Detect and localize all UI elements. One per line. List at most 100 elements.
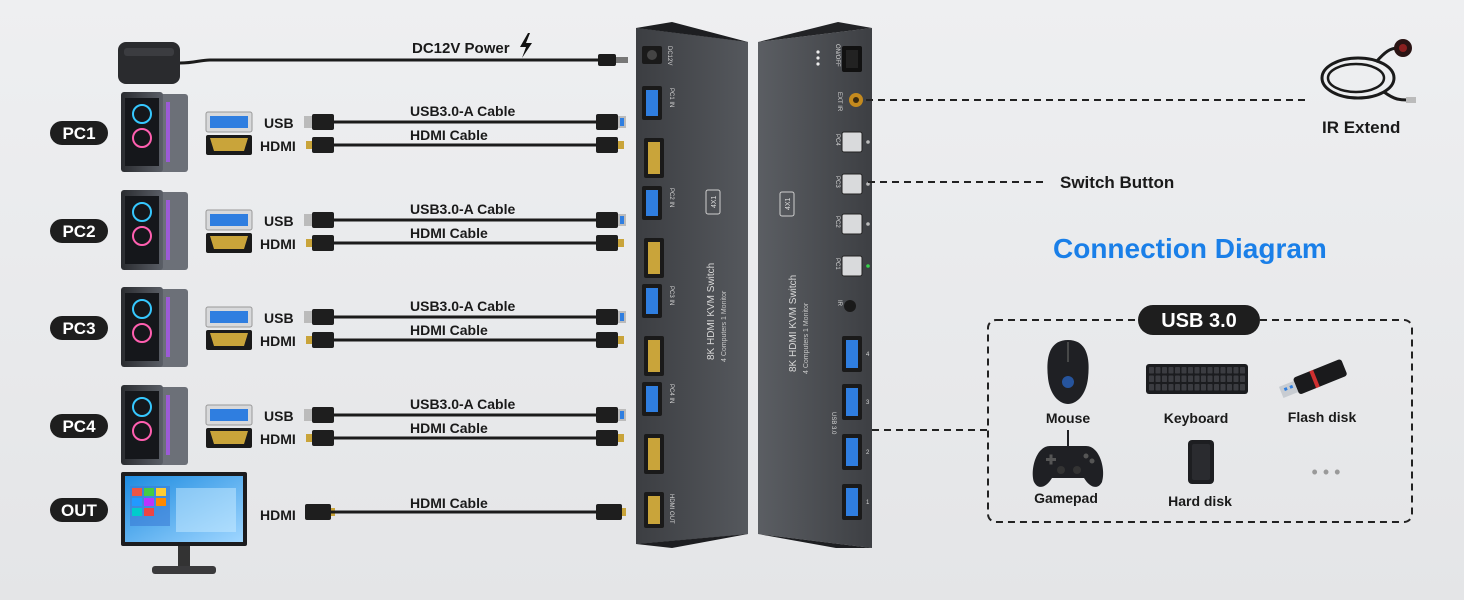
switch-button-pc1[interactable]: PC1 <box>834 255 870 277</box>
pc-tower-icon <box>121 92 188 172</box>
pc-label: PC1 <box>62 124 95 143</box>
out-hdmi-port-label: HDMI <box>260 507 296 523</box>
flash-disk-label: Flash disk <box>1288 409 1357 425</box>
usb-cable-label: USB3.0-A Cable <box>410 103 516 119</box>
pc-hdmi-label: HDMI <box>260 138 296 154</box>
pc-hdmi-label: HDMI <box>260 333 296 349</box>
power-adapter <box>118 42 628 84</box>
usb-port-number: 2 <box>866 450 870 456</box>
switch-button-pc2[interactable]: PC2 <box>834 213 870 235</box>
back-usb-port-4: 4 <box>842 336 870 372</box>
usb3-title: USB 3.0 <box>1161 310 1237 332</box>
hdmi-cable <box>306 137 624 153</box>
hdmi-cable <box>306 430 624 446</box>
power-switch-label: ON/OFF <box>834 44 840 67</box>
out-hdmi-cable-label: HDMI Cable <box>410 495 488 511</box>
pc-usb-label: USB <box>264 115 294 131</box>
hdmi-cable-label: HDMI Cable <box>410 420 488 436</box>
pc-tower-icon <box>121 190 188 270</box>
front-input-2: PC2 IN <box>642 186 674 278</box>
pc-tower-icon <box>121 385 188 465</box>
pc-badge <box>50 414 108 438</box>
mouse-icon <box>1047 340 1089 404</box>
switch-button-label: Switch Button <box>1060 173 1174 192</box>
hdmi-cable <box>306 332 624 348</box>
back-subtitle: 4 Computers 1 Monitor <box>803 302 810 374</box>
back-model: 4X1 <box>785 197 792 210</box>
pc-hdmi-port-icon <box>206 330 252 350</box>
keyboard-label: Keyboard <box>1164 410 1229 426</box>
power-label: DC12V Power <box>412 40 510 57</box>
gamepad-label: Gamepad <box>1034 490 1098 506</box>
pc-hdmi-port-icon <box>206 135 252 155</box>
usb-port-number: 1 <box>866 500 870 506</box>
back-usb-port-1: 1 <box>842 484 870 520</box>
switch-button-pc3[interactable]: PC3 <box>834 173 870 195</box>
back-usb-port-2: 2 <box>842 434 870 470</box>
usb3-port-label: USB 3.0 <box>830 412 836 435</box>
usb-cable <box>304 212 626 228</box>
pc-hdmi-port-icon <box>206 233 252 253</box>
hdmi-out-label: HDMI OUT <box>668 494 674 524</box>
hard-disk-label: Hard disk <box>1168 493 1232 509</box>
mouse-label: Mouse <box>1046 410 1091 426</box>
front-subtitle: 4 Computers 1 Monitor <box>721 290 728 362</box>
led-indicator <box>866 140 870 144</box>
connection-diagram-heading: Connection Diagram <box>1053 233 1327 264</box>
led-indicator <box>866 182 870 186</box>
hdmi-cable-label: HDMI Cable <box>410 127 488 143</box>
pc-badge <box>50 121 108 145</box>
pc-badge <box>50 219 108 243</box>
switch-button-pc4[interactable]: PC4 <box>834 131 870 153</box>
usb-port-number: 4 <box>866 352 870 358</box>
pc-usb-port-icon <box>205 306 253 328</box>
usb-cable-label: USB3.0-A Cable <box>410 396 516 412</box>
pc-usb-port-icon <box>205 111 253 133</box>
flash-disk-icon <box>1278 359 1347 399</box>
switch-button-label: PC1 <box>834 258 840 270</box>
pc-usb-label: USB <box>264 310 294 326</box>
usb3-badge <box>1138 305 1260 335</box>
pc-hdmi-port-icon <box>206 428 252 448</box>
hdmi-cable-label: HDMI Cable <box>410 225 488 241</box>
front-title: 8K HDMI KVM Switch <box>706 263 717 360</box>
pc-usb-label: USB <box>264 213 294 229</box>
switch-button-label: PC3 <box>834 176 840 188</box>
hdmi-cable-label: HDMI Cable <box>410 322 488 338</box>
usb-cable-label: USB3.0-A Cable <box>410 298 516 314</box>
pc-hdmi-label: HDMI <box>260 236 296 252</box>
front-input-4: PC4 IN <box>642 382 674 474</box>
usb-cable <box>304 114 626 130</box>
pc-hdmi-label: HDMI <box>260 431 296 447</box>
switch-button-label: PC2 <box>834 216 840 228</box>
hard-disk-icon <box>1188 440 1214 484</box>
pc-usb-label: USB <box>264 408 294 424</box>
ir-extend-label: IR Extend <box>1322 118 1400 137</box>
hdmi-cable <box>306 235 624 251</box>
pc-label: PC2 <box>62 222 95 241</box>
back-title: 8K HDMI KVM Switch <box>788 275 799 372</box>
usb-cable-label: USB3.0-A Cable <box>410 201 516 217</box>
front-input-label: PC1 IN <box>668 88 674 107</box>
front-model: 4X1 <box>711 195 718 208</box>
output-row: OUT HDMI HDMI Cable <box>50 472 626 574</box>
led-indicator <box>866 222 870 226</box>
out-badge <box>50 498 108 522</box>
front-input-label: PC4 IN <box>668 384 674 403</box>
front-input-3: PC3 IN <box>642 284 674 376</box>
out-label: OUT <box>61 501 98 520</box>
ir-cable-icon <box>1320 39 1416 103</box>
ext-ir-label: EXT IR <box>836 92 842 112</box>
back-usb-port-3: 3 <box>842 384 870 420</box>
front-input-label: PC3 IN <box>668 286 674 305</box>
ir-receiver <box>844 300 856 312</box>
pc-usb-port-icon <box>205 404 253 426</box>
usb-port-number: 3 <box>866 400 870 406</box>
pc-tower-icon <box>121 287 188 367</box>
pc-label: PC3 <box>62 319 95 338</box>
